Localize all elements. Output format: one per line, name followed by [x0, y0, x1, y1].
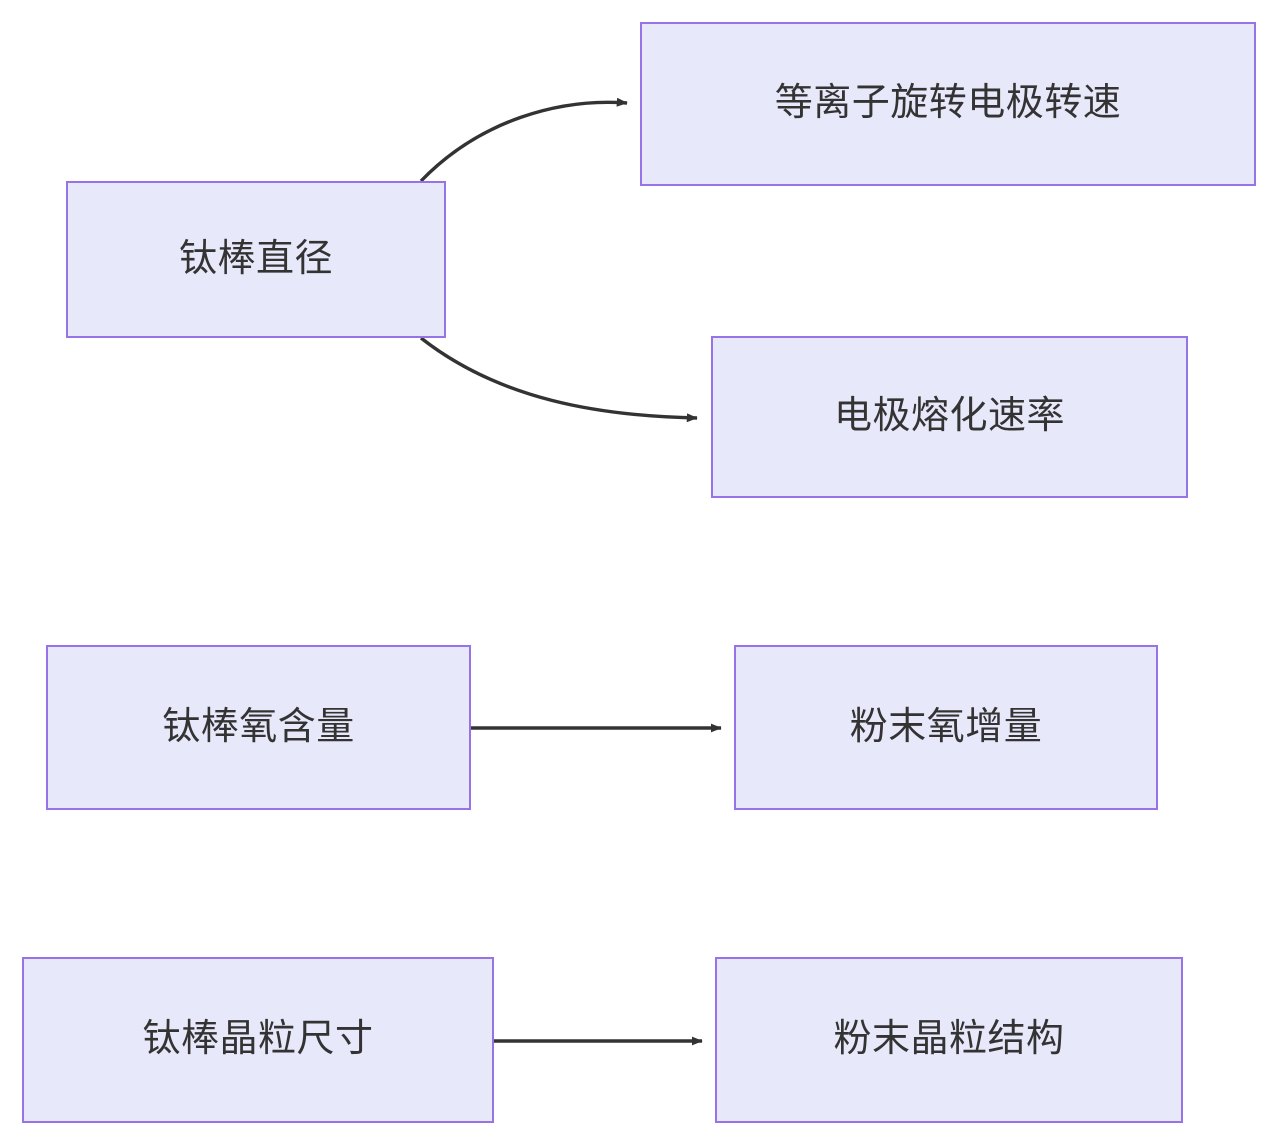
edge-ti-rod-diameter-to-plasma-electrode-rpm — [419, 97, 628, 183]
node-ti-rod-diameter[interactable]: 钛棒直径 — [66, 181, 446, 338]
node-plasma-electrode-rpm[interactable]: 等离子旋转电极转速 — [640, 22, 1256, 186]
edge-ti-rod-diameter-to-electrode-melt-rate — [419, 336, 698, 423]
node-ti-rod-oxygen[interactable]: 钛棒氧含量 — [46, 645, 471, 810]
node-label: 钛棒直径 — [178, 237, 333, 280]
node-label: 钛棒晶粒尺寸 — [142, 1018, 374, 1061]
node-powder-grain-struct[interactable]: 粉末晶粒结构 — [715, 957, 1183, 1123]
node-ti-rod-grain-size[interactable]: 钛棒晶粒尺寸 — [22, 957, 494, 1123]
node-electrode-melt-rate[interactable]: 电极熔化速率 — [711, 336, 1188, 498]
node-label: 等离子旋转电极转速 — [774, 82, 1122, 125]
node-powder-oxygen-gain[interactable]: 粉末氧增量 — [734, 645, 1158, 810]
node-label: 粉末晶粒结构 — [833, 1018, 1065, 1061]
node-label: 粉末氧增量 — [849, 705, 1043, 748]
node-label: 电极熔化速率 — [833, 395, 1065, 438]
node-label: 钛棒氧含量 — [162, 705, 355, 748]
